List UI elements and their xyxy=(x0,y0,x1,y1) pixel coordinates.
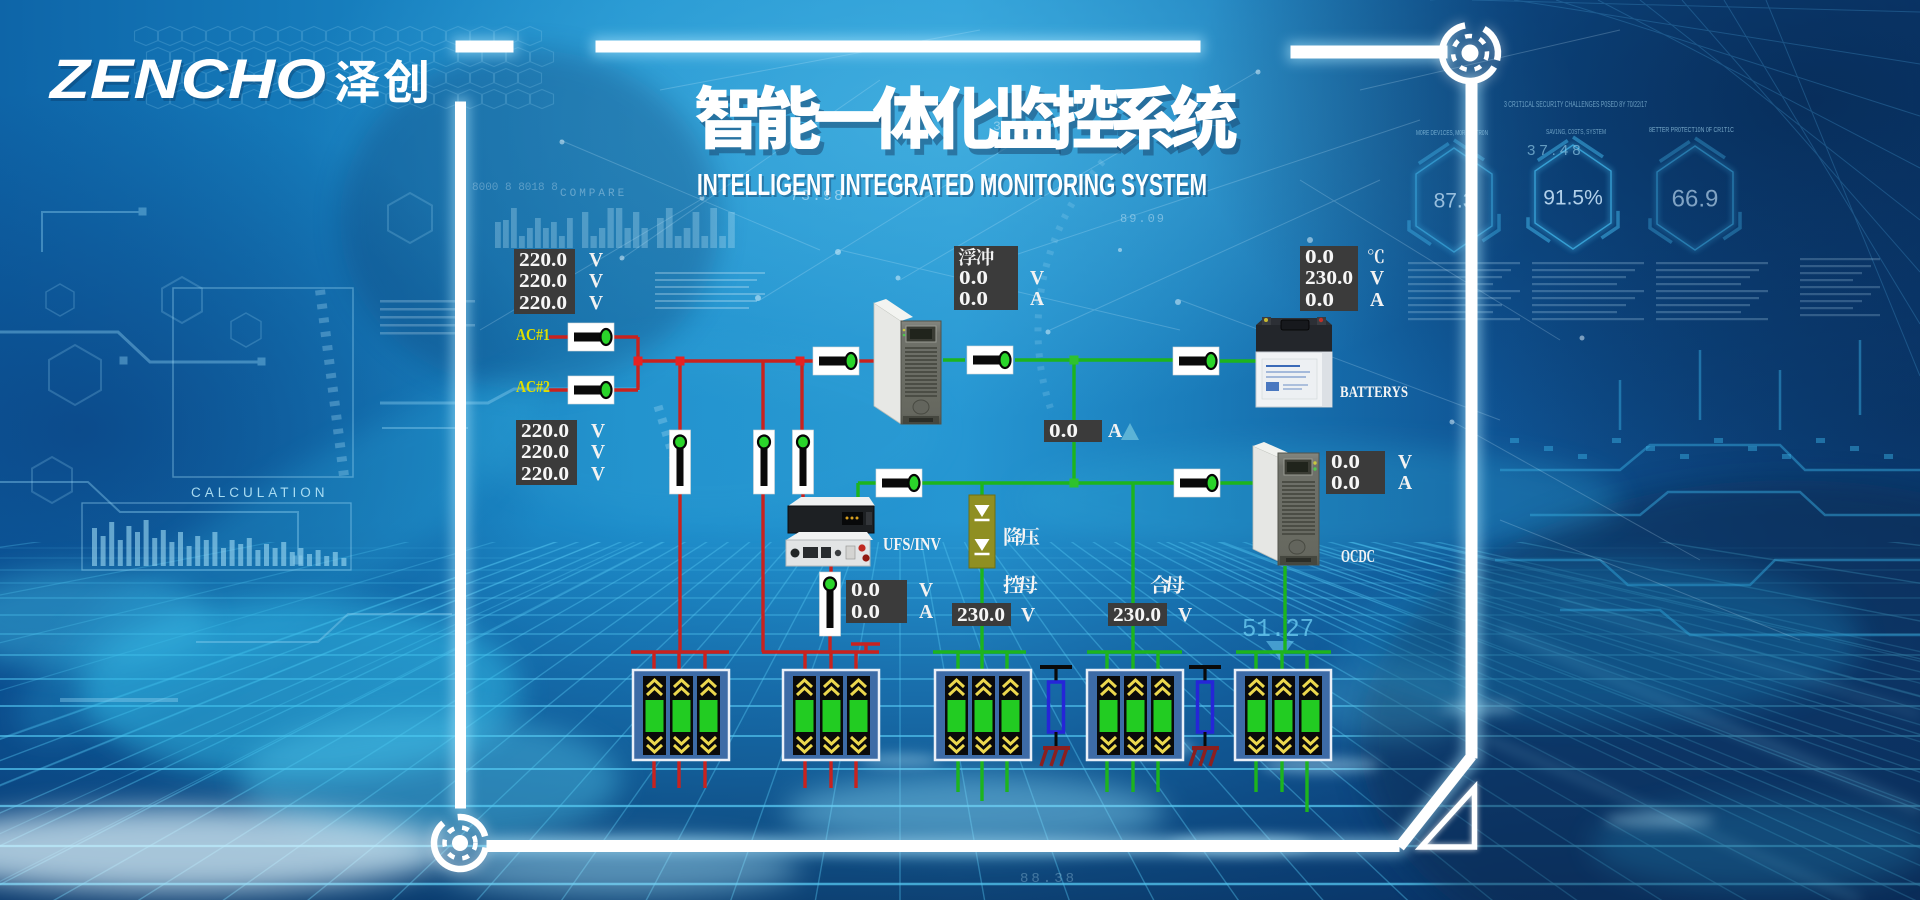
svg-text:A: A xyxy=(1108,421,1122,442)
svg-text:OCDC: OCDC xyxy=(1341,546,1375,566)
svg-text:91.5%: 91.5% xyxy=(1543,187,1603,210)
svg-text:0.0: 0.0 xyxy=(959,289,988,310)
svg-text:66.9: 66.9 xyxy=(1672,186,1719,213)
svg-text:V: V xyxy=(589,293,603,314)
svg-text:3 CR1T1CAL SECUR1TY CHALLENGES: 3 CR1T1CAL SECUR1TY CHALLENGES P0SED 8Y … xyxy=(1504,99,1647,109)
svg-text:AC#1: AC#1 xyxy=(516,325,550,344)
svg-text:230.0: 230.0 xyxy=(1305,268,1353,289)
svg-text:ZENCHO: ZENCHO xyxy=(50,50,328,113)
svg-text:INTELLIGENT INTEGRATED MONITOR: INTELLIGENT INTEGRATED MONITORING SYSTEM xyxy=(697,167,1207,202)
svg-text:SAV1NG, C0STS, SYSTEM: SAV1NG, C0STS, SYSTEM xyxy=(1546,129,1606,136)
svg-text:8000 8 8018 8: 8000 8 8018 8 xyxy=(472,182,558,194)
svg-text:0.0: 0.0 xyxy=(1331,452,1360,473)
svg-text:73.98: 73.98 xyxy=(790,188,845,205)
svg-text:COMPARE: COMPARE xyxy=(560,188,627,200)
svg-text:88.38: 88.38 xyxy=(1020,871,1077,887)
svg-text:CALCULATION: CALCULATION xyxy=(191,485,329,500)
svg-text:37.48: 37.48 xyxy=(1527,142,1585,159)
svg-text:0.0: 0.0 xyxy=(1305,290,1334,311)
svg-text:0.0: 0.0 xyxy=(959,268,988,289)
svg-text:AC#2: AC#2 xyxy=(516,377,550,396)
svg-text:V: V xyxy=(591,464,605,485)
svg-text:89.09: 89.09 xyxy=(1120,212,1166,226)
svg-text:230.0: 230.0 xyxy=(1113,605,1161,626)
svg-text:220.0: 220.0 xyxy=(519,250,567,271)
svg-text:0.0: 0.0 xyxy=(1331,473,1360,494)
svg-text:0.0: 0.0 xyxy=(1305,247,1334,268)
svg-text:ZENCHO: ZENCHO xyxy=(48,47,326,110)
svg-text:A: A xyxy=(1030,289,1044,310)
svg-text:V: V xyxy=(591,442,605,463)
svg-text:V: V xyxy=(1398,452,1412,473)
svg-text:V: V xyxy=(591,421,605,442)
svg-text:220.0: 220.0 xyxy=(521,421,569,442)
svg-text:INTELLIGENT INTEGRATED MONITOR: INTELLIGENT INTEGRATED MONITORING SYSTEM xyxy=(699,169,1209,204)
svg-text:0.0: 0.0 xyxy=(851,580,880,601)
svg-text:0.0: 0.0 xyxy=(851,602,880,623)
svg-text:220.0: 220.0 xyxy=(521,442,569,463)
svg-text:BATTERYS: BATTERYS xyxy=(1340,384,1408,401)
svg-text:V: V xyxy=(1178,605,1192,626)
svg-text:V: V xyxy=(589,250,603,271)
svg-text:M0RE DEV1CES, M0RE 8ETR0N: M0RE DEV1CES, M0RE 8ETR0N xyxy=(1416,130,1488,137)
svg-text:8ETTER PR0TECT10N 0F CR1T1C: 8ETTER PR0TECT10N 0F CR1T1C xyxy=(1649,127,1734,134)
svg-text:220.0: 220.0 xyxy=(519,271,567,292)
svg-text:V: V xyxy=(589,271,603,292)
svg-text:51.27: 51.27 xyxy=(1242,614,1314,644)
svg-text:A: A xyxy=(919,602,933,623)
svg-text:A: A xyxy=(1398,473,1412,494)
svg-text:0.0: 0.0 xyxy=(1049,421,1078,442)
svg-text:V: V xyxy=(919,580,933,601)
svg-text:V: V xyxy=(1030,268,1044,289)
svg-text:A: A xyxy=(1370,290,1384,311)
svg-text:220.0: 220.0 xyxy=(521,464,569,485)
svg-text:V: V xyxy=(1021,605,1035,626)
svg-text:UFS/INV: UFS/INV xyxy=(883,534,941,554)
svg-text:V: V xyxy=(1370,268,1384,289)
svg-text:220.0: 220.0 xyxy=(519,293,567,314)
svg-text:230.0: 230.0 xyxy=(957,605,1005,626)
